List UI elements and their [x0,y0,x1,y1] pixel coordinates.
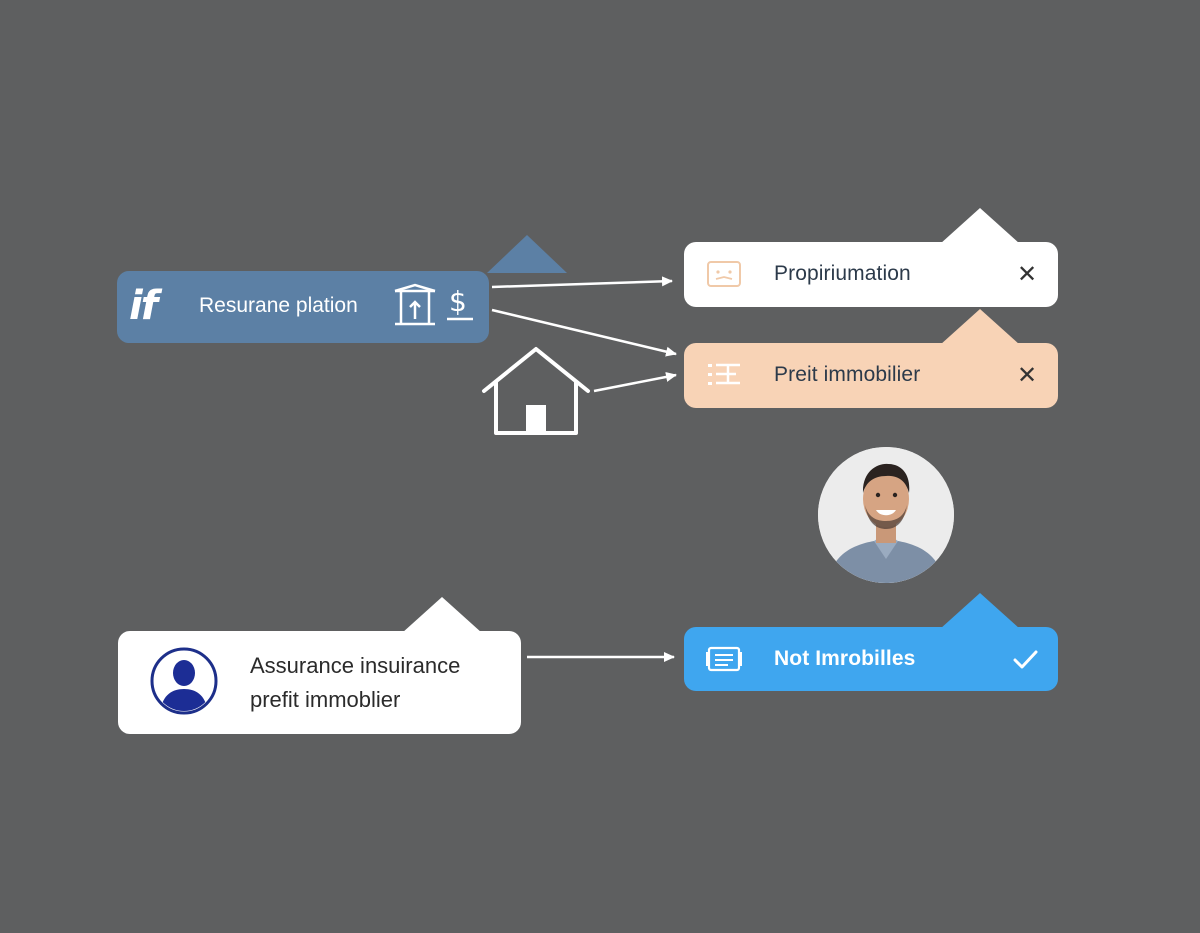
target-card-label: Preit immobilier [774,363,921,386]
svg-text:$: $ [449,285,467,318]
close-icon[interactable]: ✕ [1012,259,1042,289]
target-card-propiriumation[interactable]: Propiriumation ✕ [684,208,1058,307]
document-icon [706,645,742,678]
target-card-preit-immobilier[interactable]: Preit immobilier ✕ [684,309,1058,408]
user-avatar-icon [150,647,218,720]
dollar-icon: $ [447,285,473,321]
certificate-icon [706,260,742,293]
profile-photo [818,447,954,583]
card-tab [940,309,1020,345]
source-card[interactable]: if Resurane plation $ [117,235,567,343]
source-card-label: Resurane plation [199,294,358,317]
assurance-card-title: Assurance insuirance [250,653,461,678]
card-tab [402,597,482,633]
house-icon [482,347,590,435]
assurance-card[interactable]: Assurance insuirance prefit immoblier [118,597,521,734]
close-icon[interactable]: ✕ [1012,360,1042,390]
list-icon [706,361,742,394]
check-icon[interactable] [1010,644,1040,674]
source-card-icons: $ [393,283,583,336]
arrow-source-to-preit [491,308,677,357]
target-card-label: Propiriumation [774,262,911,285]
result-card-label: Not Imrobilles [774,647,916,670]
card-tab [940,593,1020,629]
assurance-card-subtitle: prefit immoblier [250,687,401,712]
bank-icon [394,283,436,326]
card-tab [940,208,1020,244]
card-tab [487,235,567,273]
arrow-house-to-preit [593,372,677,393]
brand-logo: if [129,283,158,329]
arrow-source-to-propiriumation [491,276,673,289]
result-card[interactable]: Not Imrobilles [684,593,1058,691]
